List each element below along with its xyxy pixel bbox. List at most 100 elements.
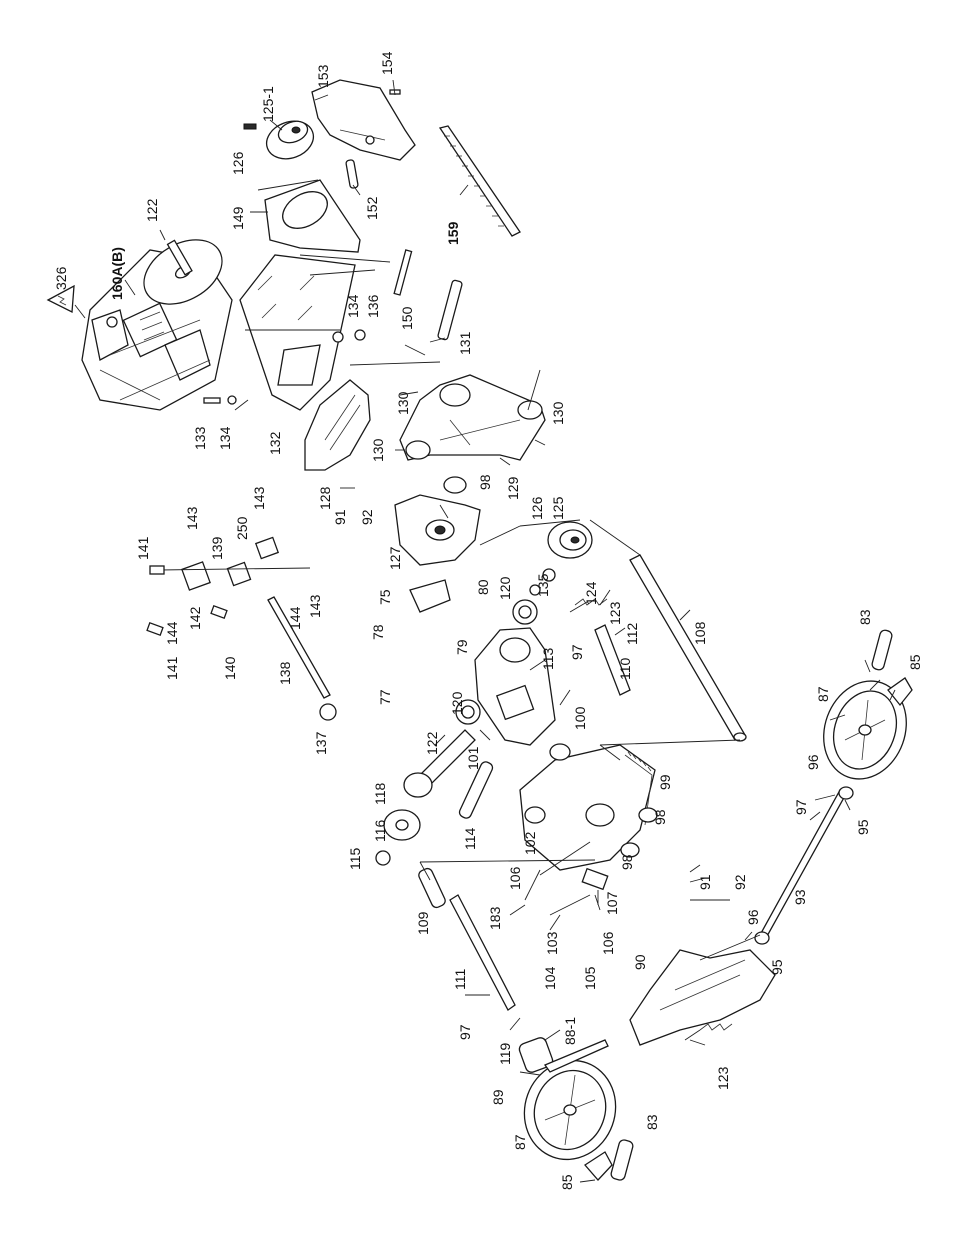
callout-103: 103 (544, 931, 560, 955)
callout-111: 111 (452, 969, 468, 990)
callout-85: 85 (559, 1174, 575, 1190)
callout-92: 92 (359, 509, 375, 525)
callout-142: 142 (187, 606, 203, 630)
bolt (203, 397, 221, 404)
trunnion-mount (394, 494, 481, 566)
callout-150: 150 (399, 306, 415, 330)
callout-137: 137 (313, 731, 329, 755)
callout-labels: 326 160A(B) 122 149 126 125-1 153 154 15… (53, 51, 923, 1190)
leader-lines (74, 79, 896, 1183)
blade-flange (383, 809, 421, 841)
callout-98: 98 (477, 474, 493, 490)
callout-138: 138 (277, 661, 293, 685)
nut (638, 807, 658, 823)
callout-119: 119 (497, 1042, 513, 1065)
handwheel (823, 680, 907, 780)
callout-143: 143 (184, 506, 200, 530)
washer (227, 395, 237, 405)
callout-143: 143 (251, 486, 267, 510)
nut (443, 476, 467, 494)
callout-139: 139 (209, 536, 225, 560)
belt-cover (311, 79, 416, 161)
drive-belt (438, 125, 521, 237)
callout-80: 80 (475, 579, 491, 595)
handle (871, 629, 893, 671)
callout-79: 79 (454, 639, 470, 655)
cover-pin (345, 159, 359, 189)
collar (838, 786, 854, 800)
callout-91: 91 (332, 509, 348, 525)
callout-141: 141 (164, 656, 180, 680)
callout-154: 154 (379, 51, 395, 75)
callout-101: 101 (465, 746, 481, 770)
nut (354, 329, 366, 341)
washer (332, 331, 344, 343)
callout-83: 83 (857, 609, 873, 625)
callout-126: 126 (230, 151, 246, 175)
callout-128: 128 (317, 486, 333, 510)
callout-125-1: 125-1 (260, 86, 276, 122)
callout-129: 129 (505, 476, 521, 500)
callout-98: 98 (619, 854, 635, 870)
shaft (594, 624, 631, 696)
tilt-segment (304, 379, 371, 471)
callout-97: 97 (569, 644, 585, 660)
callout-88-1: 88-1 (562, 1017, 578, 1045)
trunnion-frame (399, 374, 546, 461)
callout-144: 144 (287, 606, 303, 630)
handwheel (523, 1059, 617, 1161)
callout-118: 118 (372, 782, 388, 805)
arbor-shaft (403, 729, 476, 798)
callout-130: 130 (395, 391, 411, 415)
callout-102: 102 (522, 831, 538, 855)
callout-152: 152 (364, 196, 380, 220)
scale-bracket (581, 867, 609, 891)
callout-133: 133 (192, 426, 208, 450)
callout-85: 85 (907, 654, 923, 670)
callout-149: 149 (230, 206, 246, 230)
callout-110: 110 (617, 657, 633, 680)
bolt (149, 565, 165, 575)
callout-90: 90 (632, 954, 648, 970)
nut (620, 842, 640, 858)
motor-pulley (243, 120, 315, 160)
callout-98: 98 (652, 809, 668, 825)
trunnion-casting (519, 743, 656, 871)
callout-96: 96 (805, 754, 821, 770)
motor-mount-plate (239, 254, 356, 411)
sleeve (418, 867, 446, 909)
callout-127: 127 (387, 546, 403, 570)
callout-124: 124 (583, 581, 599, 605)
arbor-pulley (547, 521, 593, 559)
callout-113: 113 (540, 647, 556, 670)
bearing (512, 599, 538, 625)
callout-99: 99 (657, 774, 673, 790)
lock-lever (518, 1037, 609, 1073)
warning-triangle-icon (46, 284, 75, 314)
handle-knob (584, 1151, 613, 1181)
callout-112: 112 (624, 622, 640, 645)
callout-78: 78 (370, 624, 386, 640)
callout-122: 122 (424, 731, 440, 755)
bolt (146, 622, 164, 636)
pivot-shaft (437, 279, 463, 341)
callout-132: 132 (267, 431, 283, 455)
callout-120: 120 (497, 576, 513, 600)
callout-87: 87 (815, 686, 831, 702)
bearing (455, 699, 481, 725)
callout-123: 123 (715, 1066, 731, 1090)
callout-89: 89 (490, 1089, 506, 1105)
pulley-bracket (264, 179, 361, 253)
callout-104: 104 (542, 966, 558, 990)
long-shaft (629, 554, 747, 742)
callout-144: 144 (164, 621, 180, 645)
callout-106: 106 (507, 866, 523, 890)
callout-109: 109 (415, 911, 431, 935)
motor (81, 239, 233, 411)
callout-97: 97 (457, 1024, 473, 1040)
callout-326: 326 (53, 266, 69, 290)
callout-77: 77 (377, 689, 393, 705)
callout-97: 97 (793, 799, 809, 815)
nut (319, 703, 337, 721)
callout-75: 75 (377, 589, 393, 605)
